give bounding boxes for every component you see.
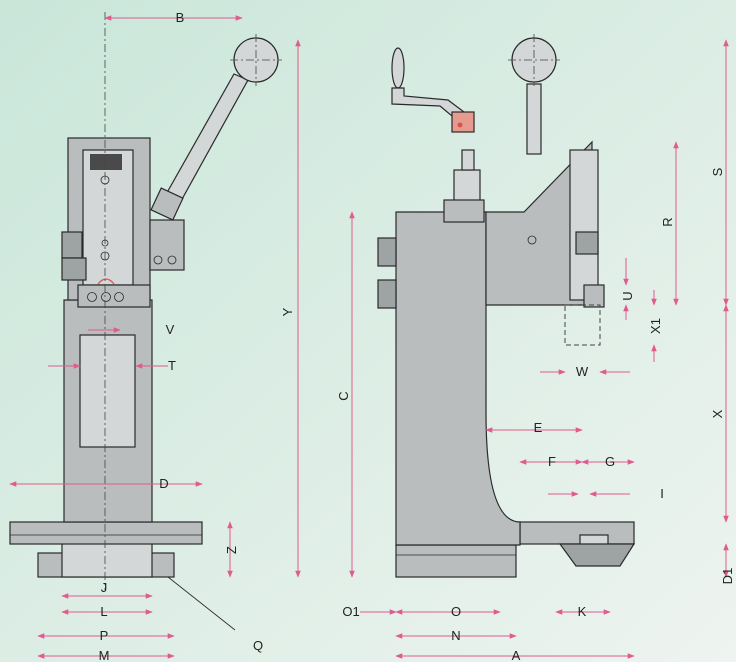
label-Y: Y [280, 307, 295, 316]
label-G: G [605, 454, 615, 469]
front-side-mechanism [149, 219, 185, 271]
label-I: I [660, 486, 664, 501]
label-B: B [176, 10, 185, 25]
label-X: X [710, 409, 725, 418]
front-dimensions [9, 15, 301, 659]
side-dimensions [349, 39, 729, 659]
label-Q: Q [253, 638, 263, 653]
label-X1: X1 [648, 318, 663, 334]
side-base-foot [395, 544, 517, 578]
label-Z: Z [224, 546, 239, 554]
label-K: K [578, 604, 587, 619]
label-V: V [166, 322, 175, 337]
label-E: E [534, 420, 543, 435]
label-M: M [99, 648, 110, 662]
side-table [519, 521, 635, 545]
label-O: O [451, 604, 461, 619]
label-J: J [101, 580, 108, 595]
side-view [377, 34, 636, 578]
label-A: A [512, 648, 521, 662]
label-R: R [660, 217, 675, 226]
label-N: N [451, 628, 460, 643]
label-P: P [100, 628, 109, 643]
label-D: D [159, 476, 168, 491]
label-F: F [548, 454, 556, 469]
side-lever-shaft [526, 83, 542, 155]
side-c-frame [395, 211, 521, 546]
dimension-labels: B Y Z D V T J L P M Q S R U X1 X D1 C W … [99, 10, 735, 663]
label-D1: D1 [720, 568, 735, 585]
label-L: L [100, 604, 107, 619]
label-S: S [710, 167, 725, 176]
label-T: T [168, 358, 176, 373]
side-crank-handle [391, 47, 405, 89]
front-lever-knob [233, 37, 279, 83]
label-W: W [576, 364, 589, 379]
label-C: C [336, 391, 351, 400]
side-lever-knob [511, 37, 557, 83]
front-base-plate [9, 521, 203, 545]
label-O1: O1 [342, 604, 359, 619]
label-U: U [620, 291, 635, 300]
